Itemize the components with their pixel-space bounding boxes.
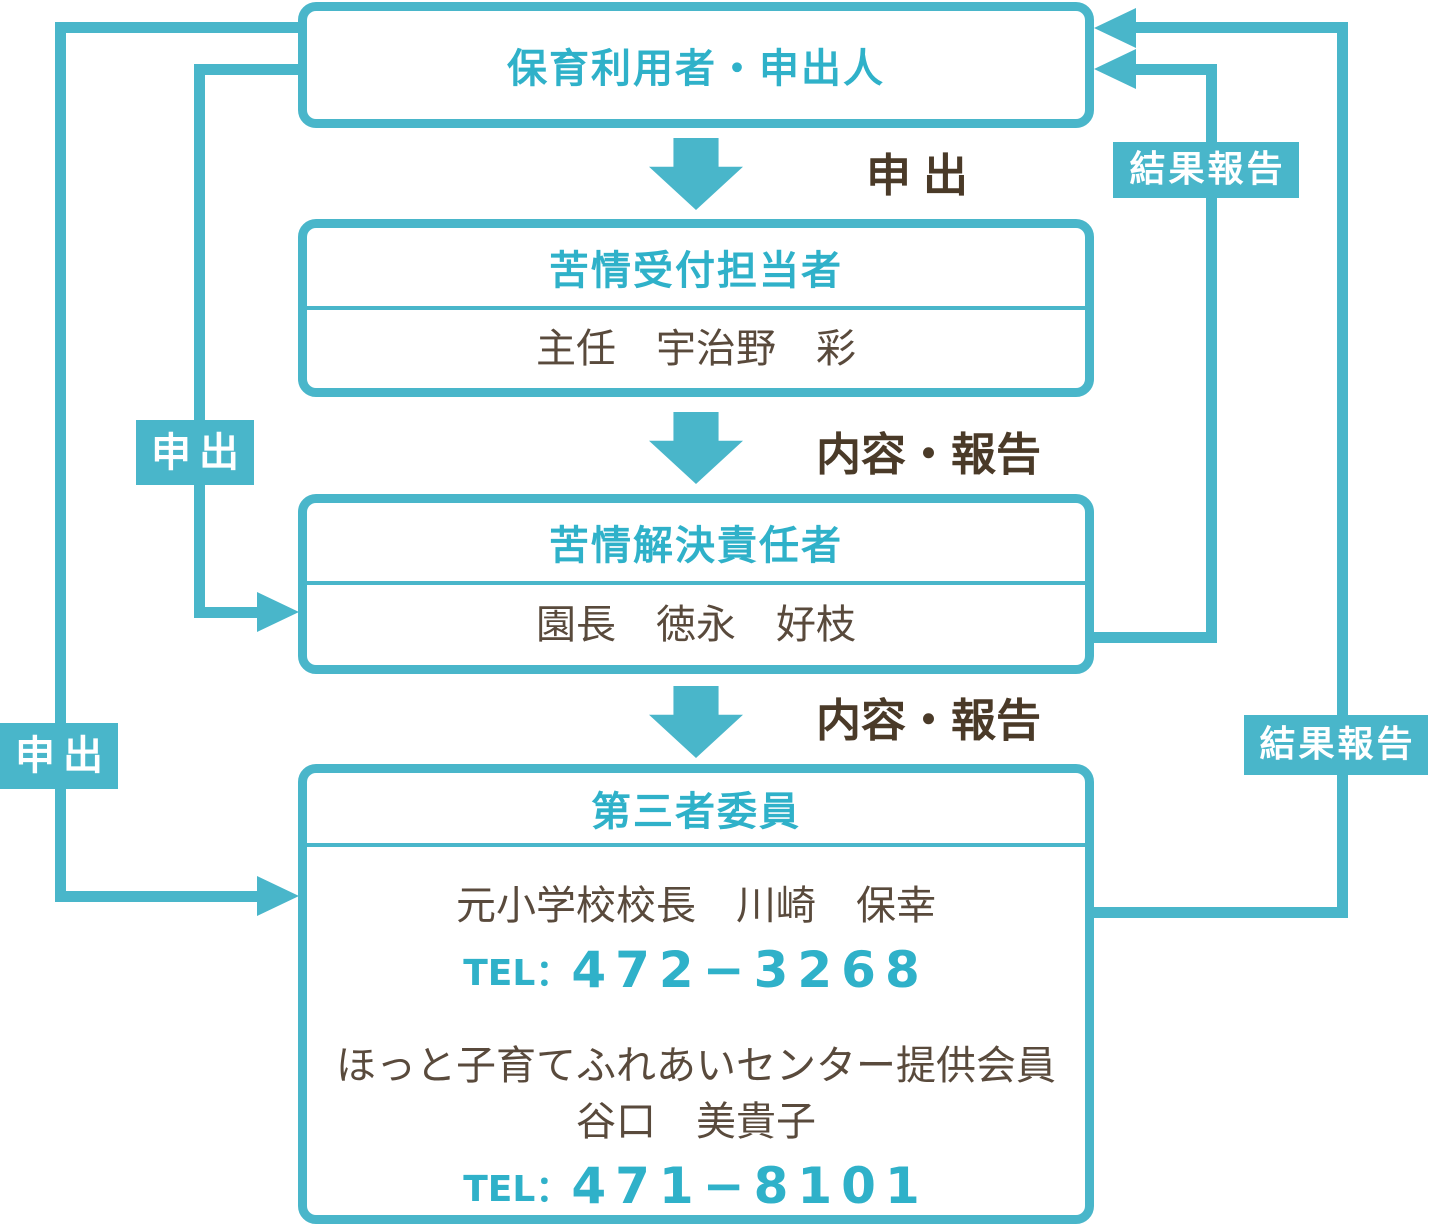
person-name: 主任 宇治野 彩	[536, 326, 856, 372]
node-childcare-user: 保育利用者・申出人	[298, 2, 1094, 128]
down-arrow-icon-3	[649, 686, 743, 758]
node-third-party-committee: 第三者委員 元小学校校長 川崎 保幸 TEL： 472−3268 ほっと子育てふ…	[298, 764, 1094, 1224]
node-body: 元小学校校長 川崎 保幸 TEL： 472−3268 ほっと子育てふれあいセンタ…	[307, 843, 1085, 1215]
badge-left-outer-moushide: 申出	[0, 723, 118, 789]
badge-label: 結果報告	[1259, 724, 1416, 765]
badge-label: 結果報告	[1129, 149, 1286, 190]
node-body: 園長 徳永 好枝	[307, 581, 1085, 665]
person-name: 園長 徳永 好枝	[536, 602, 856, 648]
left-inner-arrowhead-icon	[257, 592, 299, 632]
left-outer-arrowhead-icon	[257, 876, 299, 916]
left-inner-line-top	[194, 64, 302, 75]
right-inner-arrowhead-icon	[1094, 49, 1136, 89]
flow-label-naiyou-houkoku-1: 内容・報告	[816, 428, 1042, 481]
right-inner-line-bottom	[1090, 632, 1217, 643]
flow-label-moushide: 申出	[866, 149, 981, 202]
left-outer-line-bottom	[55, 891, 257, 902]
member1-name: 元小学校校長 川崎 保幸	[456, 883, 936, 929]
badge-left-inner-moushide: 申出	[136, 420, 254, 485]
node-complaint-reception: 苦情受付担当者 主任 宇治野 彩	[298, 219, 1094, 397]
down-arrow-icon-1	[649, 138, 743, 210]
left-outer-line-top	[55, 22, 302, 33]
node-body: 主任 宇治野 彩	[307, 306, 1085, 388]
badge-label: 申出	[15, 733, 111, 779]
node-title: 第三者委員	[591, 789, 801, 835]
right-outer-line-vertical	[1337, 22, 1348, 918]
node-title: 苦情受付担当者	[549, 248, 843, 294]
left-inner-line-vertical	[194, 64, 205, 618]
left-outer-line-vertical	[55, 22, 66, 902]
badge-label: 申出	[151, 429, 247, 476]
member1-tel-line: TEL： 472−3268	[463, 941, 929, 999]
member2-tel-line: TEL： 471−8101	[463, 1157, 929, 1215]
badge-right-outer-kekkahoukoku: 結果報告	[1244, 715, 1428, 775]
right-outer-arrowhead-icon	[1094, 8, 1136, 48]
member2-organization: ほっと子育てふれあいセンター提供会員	[336, 1043, 1056, 1089]
right-inner-line-vertical	[1206, 64, 1217, 643]
member2-name: 谷口 美貴子	[576, 1099, 816, 1145]
node-title: 苦情解決責任者	[549, 523, 843, 569]
down-arrow-icon-2	[649, 412, 743, 484]
tel-label: TEL：	[463, 1169, 572, 1210]
flow-label-naiyou-houkoku-2: 内容・報告	[816, 694, 1042, 747]
right-inner-line-top	[1132, 64, 1217, 75]
node-complaint-resolver: 苦情解決責任者 園長 徳永 好枝	[298, 494, 1094, 674]
right-outer-line-bottom	[1090, 907, 1348, 918]
left-inner-line-bottom	[194, 607, 257, 618]
badge-right-inner-kekkahoukoku: 結果報告	[1113, 142, 1299, 198]
right-outer-line-top	[1132, 22, 1348, 33]
tel-label: TEL：	[463, 953, 572, 994]
tel-number: 472−3268	[571, 941, 929, 999]
node-title: 保育利用者・申出人	[507, 46, 885, 92]
tel-number: 471−8101	[571, 1157, 929, 1215]
